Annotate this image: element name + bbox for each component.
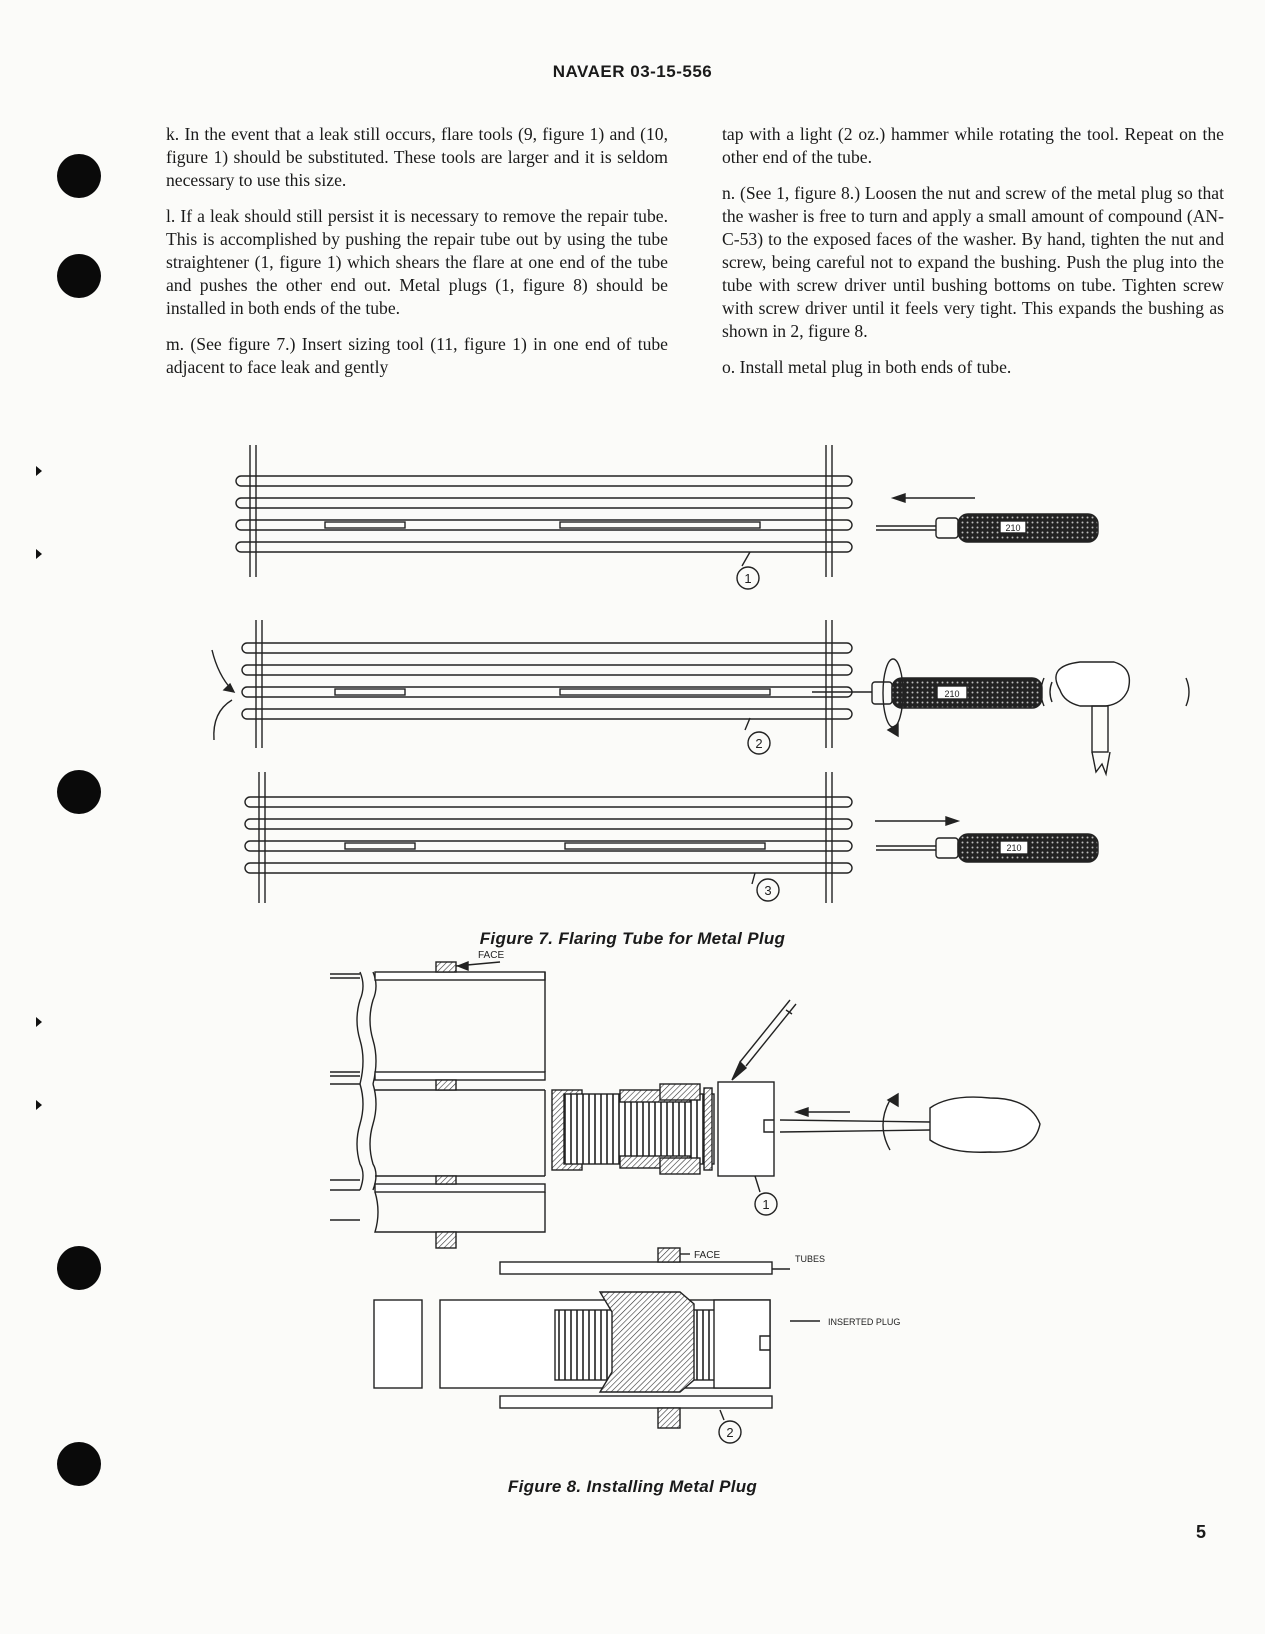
paragraph-l: l. If a leak should still persist it is … <box>166 206 668 318</box>
tool-label: 210 <box>1005 523 1020 533</box>
paragraph-m-cont: tap with a light (2 oz.) hammer while ro… <box>722 124 1224 167</box>
margin-mark <box>36 1100 42 1110</box>
punch-hole <box>57 154 101 198</box>
punch-hole <box>57 254 101 298</box>
paragraph-o: o. Install metal plug in both ends of tu… <box>722 357 1012 377</box>
left-column: k. In the event that a leak still occurs… <box>166 123 668 392</box>
right-column: tap with a light (2 oz.) hammer while ro… <box>722 123 1224 392</box>
callout-2: 2 <box>755 736 762 751</box>
margin-mark <box>36 1017 42 1027</box>
figure-7-panel-1: 210 1 <box>235 445 1099 590</box>
figure-8-caption: Figure 8. Installing Metal Plug <box>507 1477 758 1496</box>
figure-7-panel-3: 210 3 <box>244 772 1099 903</box>
figure-7-caption: Figure 7. Flaring Tube for Metal Plug <box>479 929 786 948</box>
tool-label: 210 <box>1006 843 1021 853</box>
document-header: NAVAER 03-15-556 <box>552 62 713 81</box>
punch-hole <box>57 770 101 814</box>
page-number: 5 <box>1196 1522 1207 1542</box>
figure-7-panel-2: 210 2 <box>211 620 1190 777</box>
paragraph-k: k. In the event that a leak still occurs… <box>166 124 668 190</box>
callout-1: 1 <box>744 571 751 586</box>
paragraph-n: n. (See 1, figure 8.) Loosen the nut and… <box>722 183 1224 341</box>
paragraph-m: m. (See figure 7.) Insert sizing tool (1… <box>166 334 668 377</box>
tool-label: 210 <box>944 689 959 699</box>
punch-hole <box>57 1442 101 1486</box>
margin-mark <box>36 466 42 476</box>
punch-hole <box>57 1246 101 1290</box>
callout-3: 3 <box>764 883 771 898</box>
margin-mark <box>36 549 42 559</box>
